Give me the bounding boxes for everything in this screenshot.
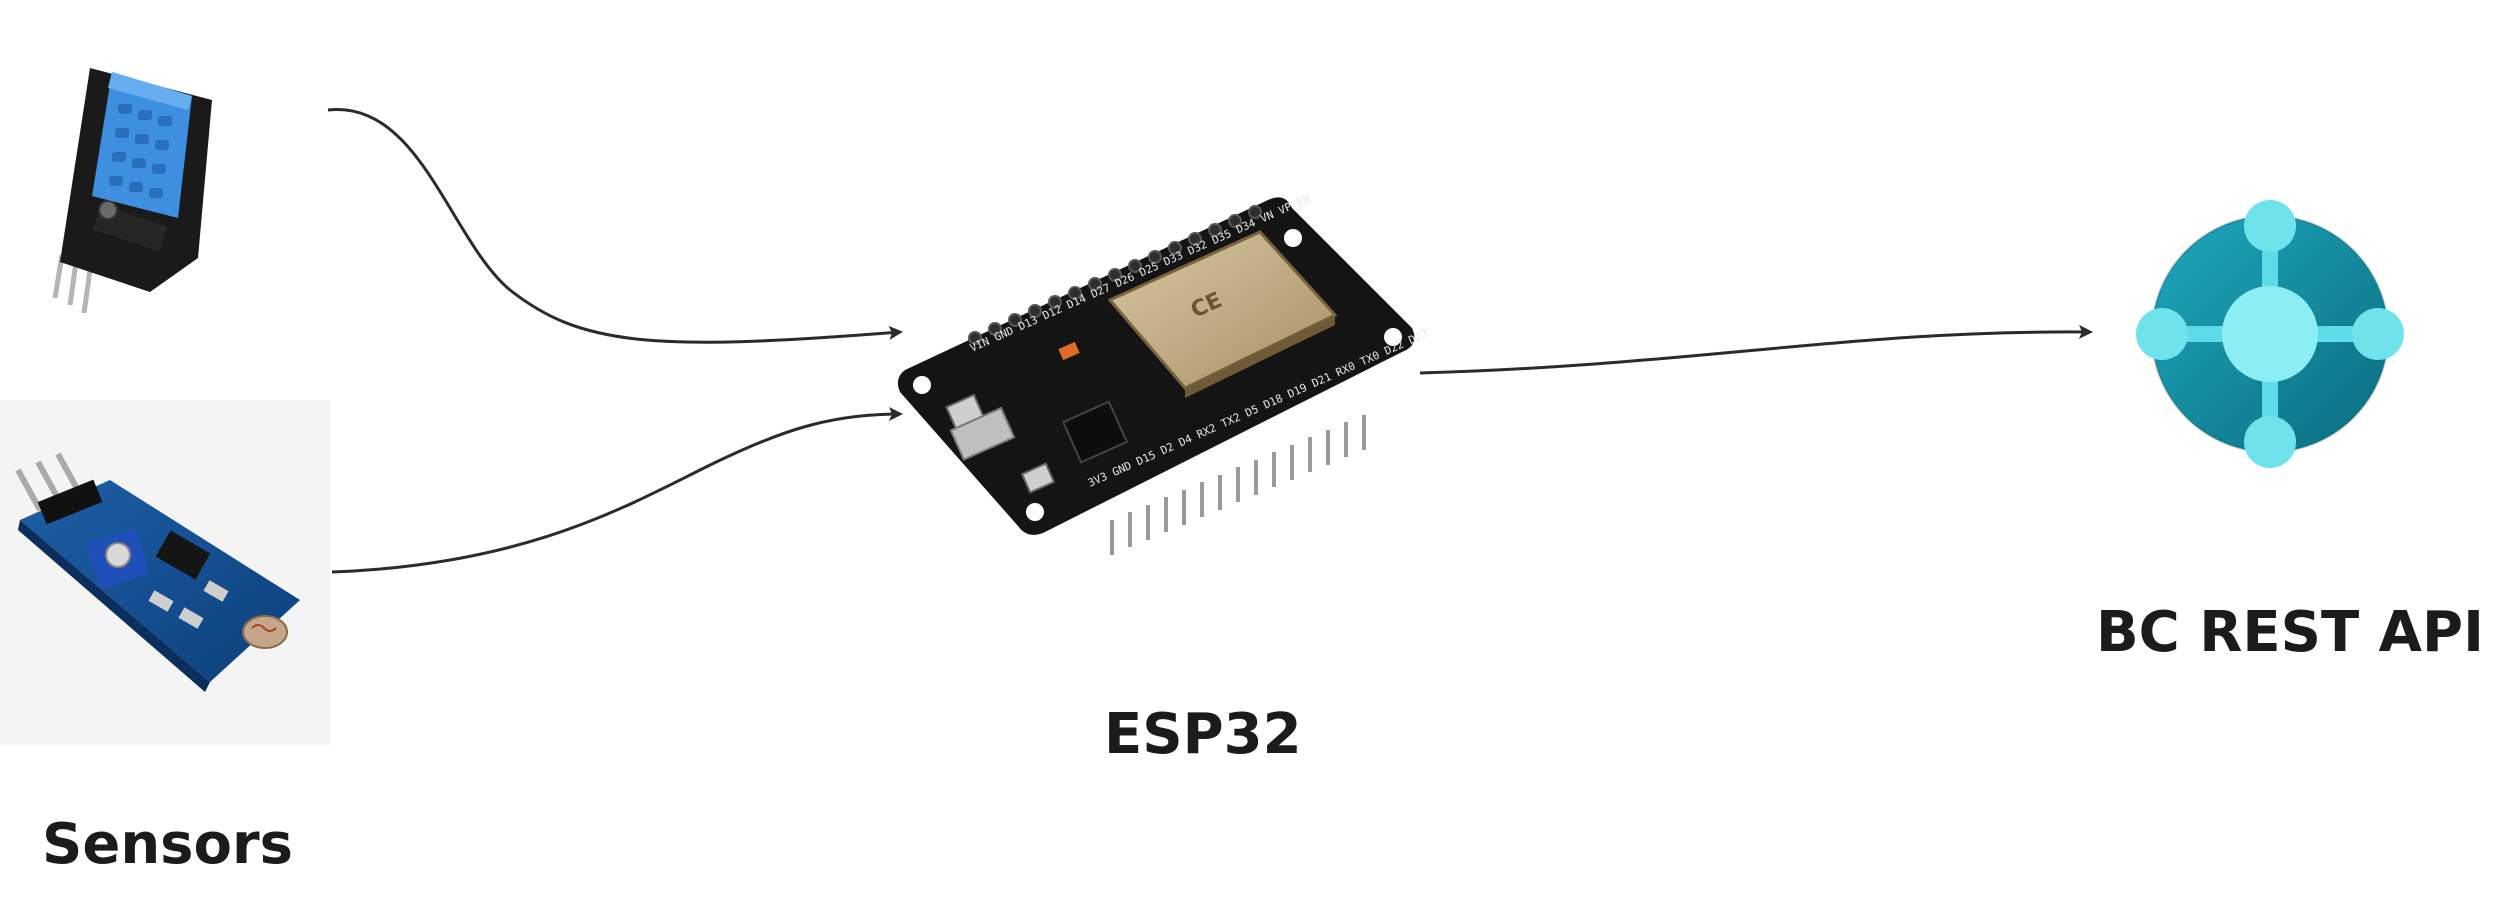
arrow-dht-to-esp32	[327, 108, 903, 344]
esp32-label: ESP32	[1104, 702, 1302, 767]
dht11-sensor-icon	[52, 68, 212, 314]
sensors-label: Sensors	[42, 812, 293, 877]
esp32-board-icon: CE VIN GND D13 D12 D14 D27 D26 D25 D33 D…	[897, 192, 1430, 555]
business-central-icon	[2136, 200, 2404, 468]
arrow-ldr-to-esp32	[331, 407, 903, 574]
ldr-light-sensor-icon	[0, 400, 330, 745]
arrow-esp32-to-bc	[1419, 324, 2093, 375]
bc-rest-api-label: BC REST API	[2096, 600, 2484, 665]
